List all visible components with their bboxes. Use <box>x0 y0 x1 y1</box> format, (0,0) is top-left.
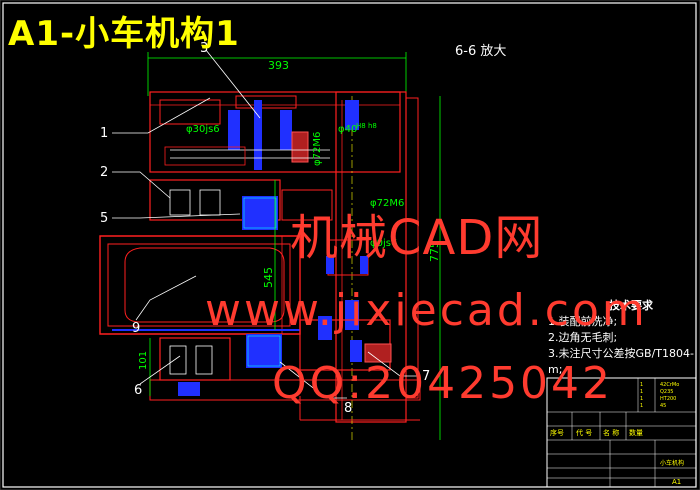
dim-545: 545 <box>262 267 275 288</box>
svg-text:1: 1 <box>640 389 643 395</box>
dim-101: 101 <box>138 351 149 370</box>
svg-text:1: 1 <box>640 396 643 402</box>
watermark-site-name: 机械CAD网 <box>290 210 544 266</box>
tech-req-line-1: 1.装配前洗净; <box>548 315 618 328</box>
callout-8: 8 <box>344 401 352 416</box>
dim-bore2: φ72M6 <box>312 132 323 166</box>
callout-9: 9 <box>132 321 140 336</box>
drawing-title: A1-小车机构1 <box>8 14 240 54</box>
tech-req-line-2: 2.边角无毛刺; <box>548 331 618 344</box>
tech-req-line-3: 3.未注尺寸公差按GB/T1804-m; <box>548 347 694 376</box>
svg-text:Q235: Q235 <box>660 389 673 395</box>
watermark-url: www.jixiecad.com <box>205 285 648 336</box>
dim-393: 393 <box>268 59 289 72</box>
dim-775: 775 <box>428 241 441 262</box>
technical-requirements: 技术要求 1.装配前洗净; 2.边角无毛刺; 3.未注尺寸公差按GB/T1804… <box>548 298 700 378</box>
tech-req-heading: 技术要求 <box>609 299 653 312</box>
section-view-label: 6-6 放大 <box>455 44 507 59</box>
svg-text:1: 1 <box>640 382 643 388</box>
callout-6: 6 <box>134 383 142 398</box>
dim-bore5: φ0js6 <box>370 238 397 249</box>
dim-bore3-fit: H8 h8 <box>356 122 377 130</box>
dim-bore1: φ30js6 <box>186 124 220 135</box>
tb-col-name: 名 称 <box>603 428 619 437</box>
svg-text:42CrMo: 42CrMo <box>660 382 679 388</box>
callout-5: 5 <box>100 211 108 226</box>
tb-col-seq: 序号 <box>550 428 564 437</box>
dim-bore4: φ72M6 <box>370 198 404 209</box>
tb-col-qty: 数量 <box>629 428 643 437</box>
callout-7: 7 <box>422 369 430 384</box>
callout-3: 3 <box>200 41 208 56</box>
mechanism-assembly: 393 <box>99 41 441 440</box>
svg-text:45: 45 <box>660 403 666 409</box>
tb-sheet-size: A1 <box>672 478 681 486</box>
svg-text:HT200: HT200 <box>660 396 676 402</box>
svg-text:1: 1 <box>640 403 643 409</box>
tb-drawing-name: 小车机构 <box>660 459 684 467</box>
watermark-qq: QQ:20425042 <box>272 358 614 409</box>
dim-bore3: φ40 <box>338 124 357 135</box>
callout-2: 2 <box>100 165 108 180</box>
tb-col-code: 代 号 <box>576 428 592 437</box>
callout-1: 1 <box>100 126 108 141</box>
